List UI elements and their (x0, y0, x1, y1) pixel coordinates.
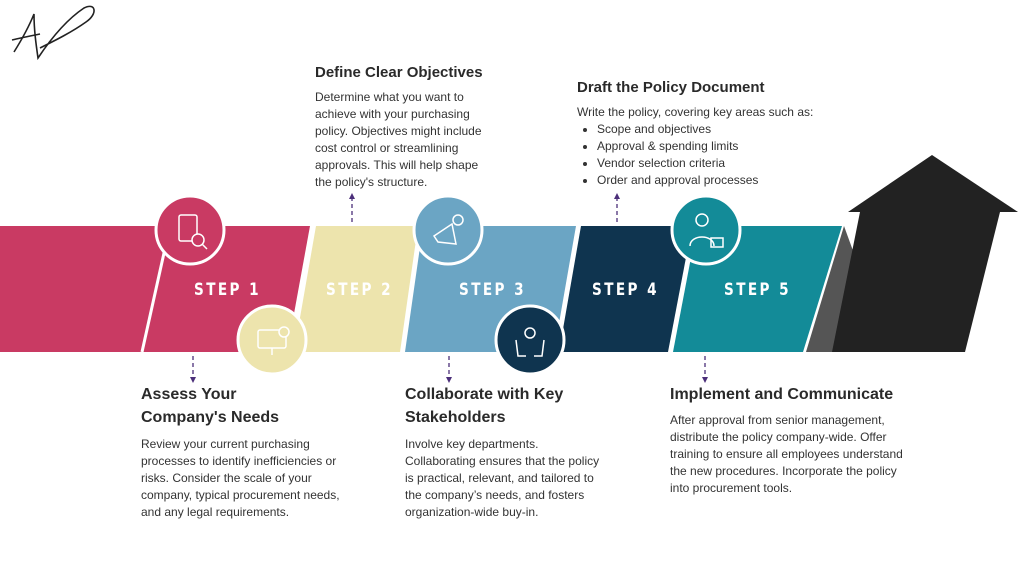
text-line: achieve with your purchasing (315, 107, 470, 121)
text-line: approvals. This will help shape (315, 158, 479, 172)
growth-arrow (832, 155, 1018, 352)
bullet-item: Approval & spending limits (597, 138, 813, 155)
text-line: company, typical procurement needs, (141, 488, 340, 502)
implement-title: Implement and Communicate (670, 386, 894, 403)
implement-body: After approval from senior management, d… (670, 412, 903, 497)
step-5-label: STEP 5 (724, 280, 791, 300)
text-line: into procurement tools. (670, 481, 793, 495)
megaphone-gear-icon (412, 194, 484, 266)
text-line: the policy's structure. (315, 175, 428, 189)
text-line: cost control or streamlining (315, 141, 459, 155)
step-2-segment (294, 226, 418, 352)
gray-segment (806, 226, 860, 352)
monitor-dollar-icon (236, 304, 308, 376)
text-line: Involve key departments. (405, 437, 539, 451)
text-line: the company’s needs, and fosters (405, 488, 585, 502)
text-line: training to ensure all employees underst… (670, 447, 903, 461)
step-4-segment (559, 226, 692, 352)
collaborate-title: Collaborate with Key Stakeholders (405, 383, 563, 429)
assess-title: Assess Your Company's Needs (141, 383, 279, 429)
text-line: the new procedures. Incorporate the poli… (670, 464, 897, 478)
hands-gear-icon (494, 304, 566, 376)
step-3-label: STEP 3 (459, 280, 526, 300)
text-line: risks. Consider the scale of your (141, 471, 312, 485)
text-line: Write the policy, covering key areas suc… (577, 105, 814, 119)
bullet-item: Vendor selection criteria (597, 155, 813, 172)
step-1-label: STEP 1 (194, 280, 261, 300)
text-line: Review your current purchasing (141, 437, 310, 451)
report-magnifier-icon (154, 194, 226, 266)
define-title: Define Clear Objectives (315, 64, 483, 81)
step-4-label: STEP 4 (592, 280, 659, 300)
businessman-briefcase-icon (670, 194, 742, 266)
text-line: processes to identify inefficiencies or (141, 454, 337, 468)
text-line: Collaborating ensures that the policy (405, 454, 600, 468)
text-line: Determine what you want to (315, 90, 464, 104)
step-2-label: STEP 2 (326, 280, 393, 300)
draft-title: Draft the Policy Document (577, 79, 765, 96)
text-line: and any legal requirements. (141, 505, 290, 519)
text-line: organization-wide buy-in. (405, 505, 539, 519)
text-line: policy. Objectives might include (315, 124, 482, 138)
bullet-item: Scope and objectives (597, 121, 813, 138)
collaborate-body: Involve key departments. Collaborating e… (405, 436, 599, 521)
connector-arrows (190, 193, 708, 383)
assess-body: Review your current purchasing processes… (141, 436, 340, 521)
draft-body: Write the policy, covering key areas suc… (577, 104, 813, 189)
signature-logo (11, 5, 95, 61)
title-line: Assess Your (141, 386, 237, 403)
title-line: Stakeholders (405, 409, 506, 426)
text-line: distribute the policy company-wide. Offe… (670, 430, 887, 444)
title-line: Company's Needs (141, 409, 280, 426)
bullet-item: Order and approval processes (597, 172, 813, 189)
define-body: Determine what you want to achieve with … (315, 89, 482, 191)
text-line: After approval from senior management, (670, 413, 885, 427)
title-line: Collaborate with Key (405, 386, 564, 403)
text-line: is practical, relevant, and tailored to (405, 471, 594, 485)
